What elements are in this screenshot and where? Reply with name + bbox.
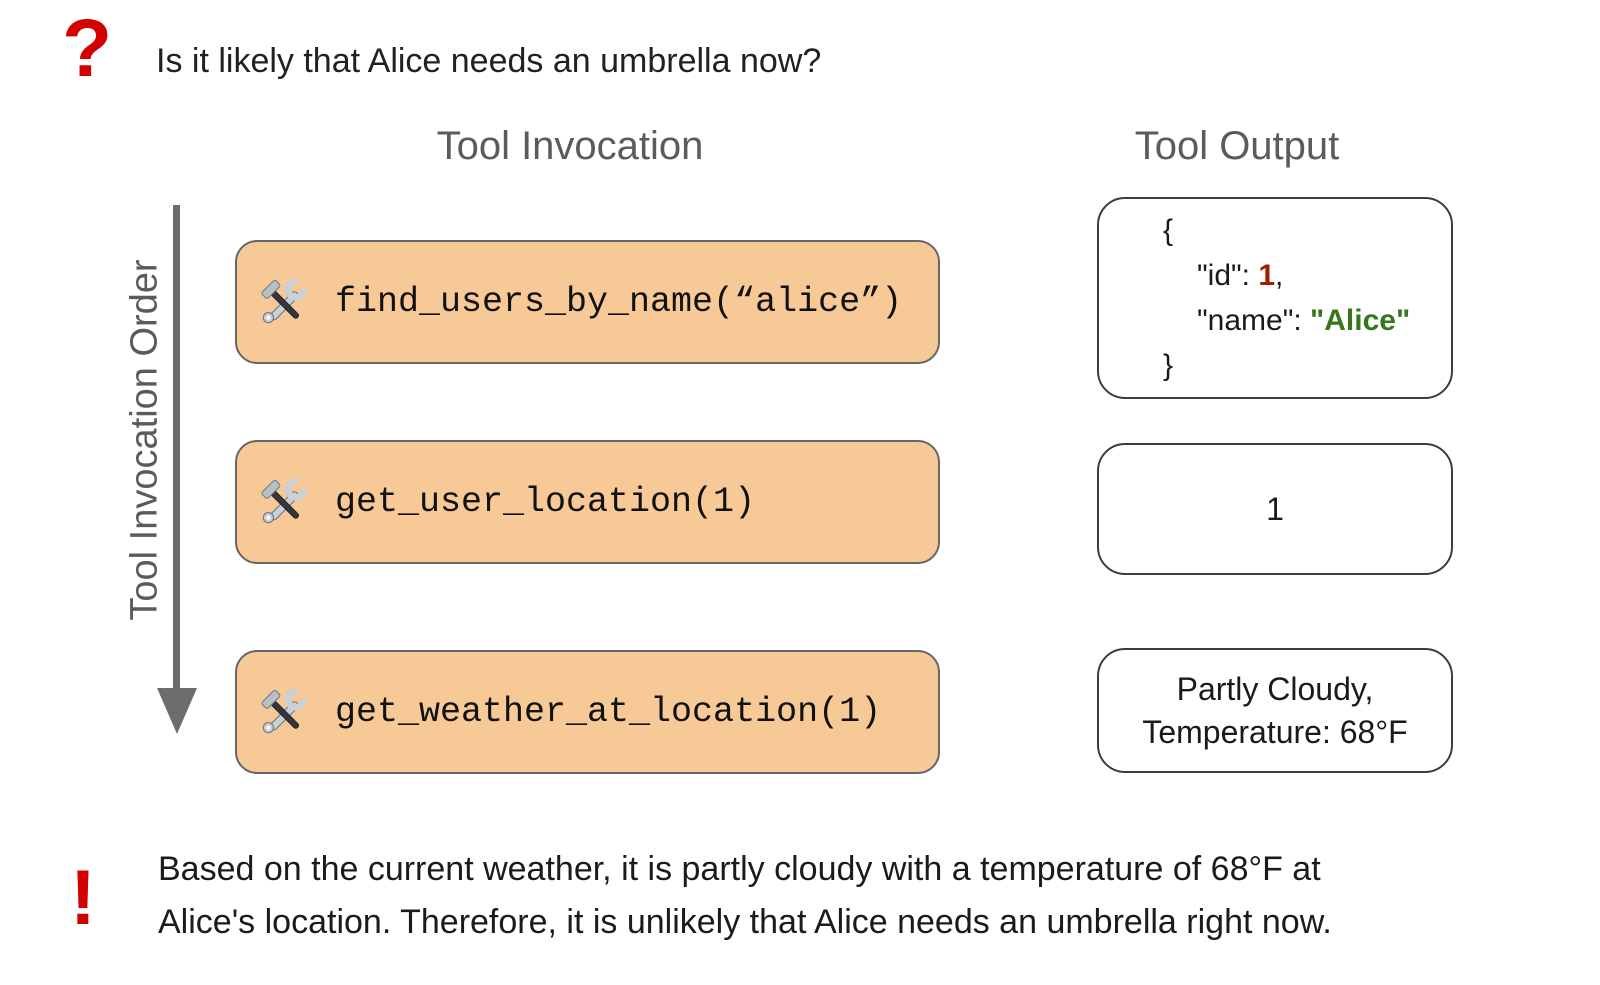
json-name-value: "Alice": [1310, 304, 1411, 337]
hammer-wrench-icon: [261, 278, 307, 324]
json-name-line: "name": "Alice": [1197, 304, 1411, 337]
order-arrow-shaft: [173, 205, 180, 690]
exclamation-icon: !: [70, 853, 96, 941]
order-label: Tool Invocation Order: [123, 259, 166, 621]
hammer-wrench-icon: [261, 688, 307, 734]
invocation-box-get-location: get_user_location(1): [235, 440, 940, 564]
output-weather-line2: Temperature: 68°F: [1142, 713, 1408, 750]
hammer-wrench-icon: [261, 478, 307, 524]
output-box-location: 1: [1097, 443, 1453, 575]
json-close-brace: }: [1163, 349, 1174, 382]
order-arrow-head-icon: [157, 688, 197, 734]
output-value: 1: [1266, 490, 1284, 527]
json-id-line: "id": 1,: [1197, 259, 1284, 292]
tool-invocation-header: Tool Invocation: [436, 124, 704, 168]
json-id-value: 1: [1258, 259, 1276, 292]
invocation-box-get-weather: get_weather_at_location(1): [235, 650, 940, 774]
invocation-box-find-users: find_users_by_name(“alice”): [235, 240, 940, 364]
conclusion-line-1: Based on the current weather, it is part…: [158, 850, 1321, 888]
output-box-json: { "id": 1, "name": "Alice" }: [1097, 197, 1453, 399]
invocation-code: find_users_by_name(“alice”): [335, 282, 903, 322]
output-weather-line1: Partly Cloudy,: [1176, 670, 1374, 707]
invocation-code: get_weather_at_location(1): [335, 692, 882, 732]
question-text: Is it likely that Alice needs an umbrell…: [156, 42, 822, 80]
question-mark-icon: ?: [62, 3, 113, 94]
invocation-code: get_user_location(1): [335, 482, 756, 522]
json-open-brace: {: [1163, 214, 1174, 247]
conclusion-line-2: Alice's location. Therefore, it is unlik…: [158, 903, 1332, 941]
output-box-weather: Partly Cloudy, Temperature: 68°F: [1097, 648, 1453, 773]
tool-output-header: Tool Output: [1134, 124, 1340, 168]
